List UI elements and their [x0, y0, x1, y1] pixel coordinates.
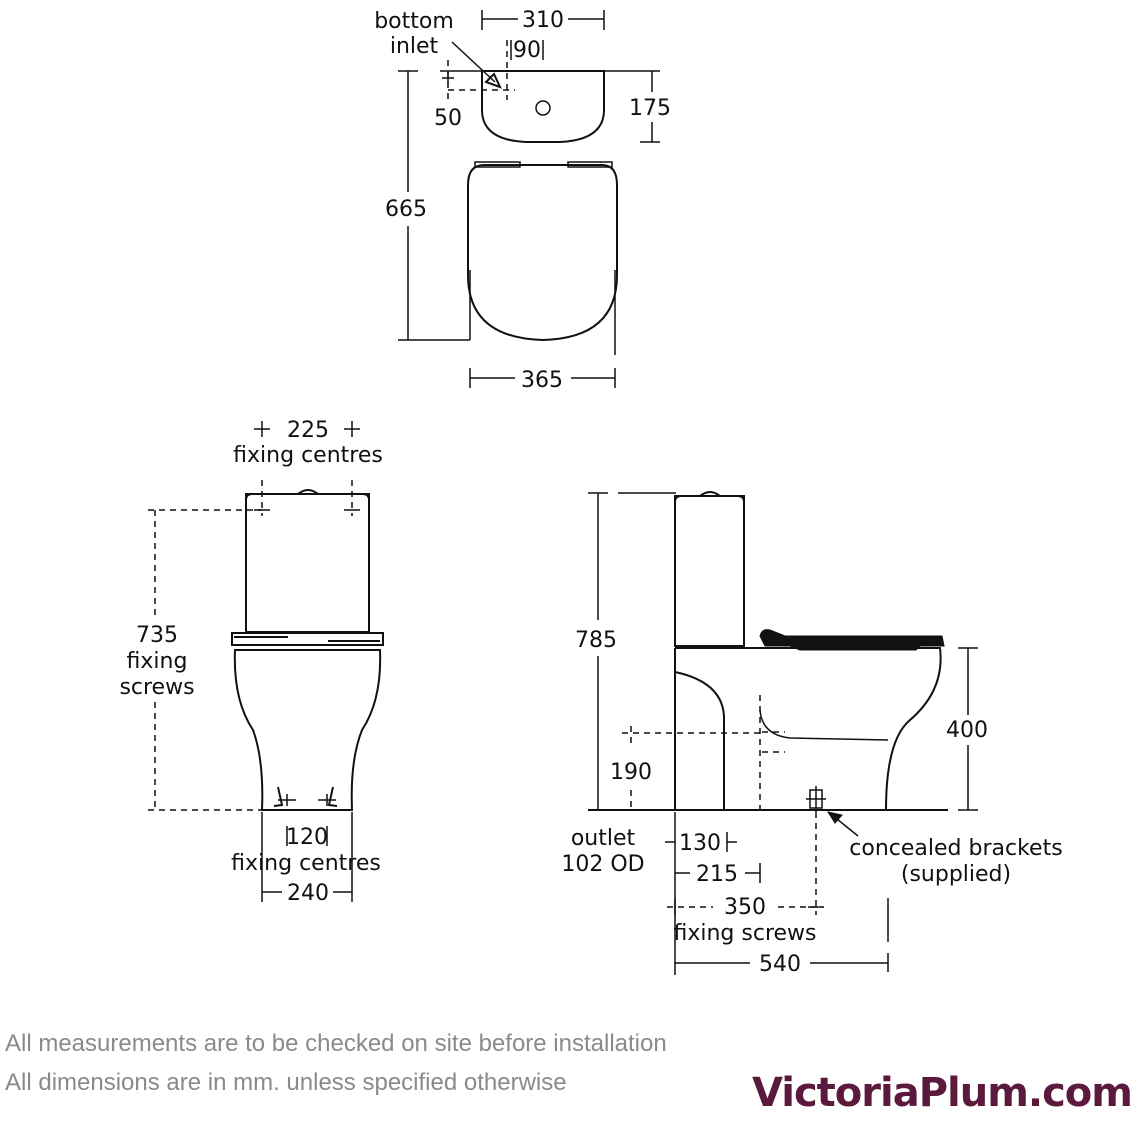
top-view-seat	[467, 164, 618, 342]
side-fixing-screws-label: fixing screws	[674, 921, 817, 946]
dim-175-label: 175	[629, 96, 671, 121]
dim-120-label: 120	[286, 825, 328, 850]
seat-hinge-left	[474, 161, 521, 168]
side-flush-button-icon	[697, 491, 723, 497]
flush-button-icon	[535, 100, 551, 116]
dim-225-label: 225	[287, 418, 329, 443]
front-flush-button-icon	[295, 489, 321, 495]
side-view: 785 190 400 outlet 102 OD 130 215 350 fi…	[561, 491, 1063, 977]
side-view-seat	[759, 629, 945, 651]
dim-240-label: 240	[287, 881, 329, 906]
side-view-trapway	[759, 709, 889, 741]
height-screws-label: screws	[119, 675, 194, 700]
front-view: 225 fixing centres 735 fixing screws 120…	[119, 418, 384, 906]
front-view-cistern	[245, 493, 370, 633]
top-view: 310 90 50 bottom inlet 175 665 365	[374, 8, 671, 393]
victoria-plum-logo[interactable]: VictoriaPlum.com	[752, 1070, 1133, 1116]
dim-130-label: 130	[679, 831, 721, 856]
dim-665-label: 665	[385, 197, 427, 222]
dim-540-label: 540	[759, 952, 801, 977]
height-fixing-label: fixing	[127, 649, 188, 674]
height-735-label: 735	[136, 623, 178, 648]
side-view-cistern	[674, 495, 745, 647]
front-view-seat	[231, 632, 384, 646]
side-view-bowl	[675, 647, 942, 811]
dim-90-label: 90	[513, 38, 541, 63]
outlet-label-1: outlet	[571, 826, 636, 851]
top-view-cistern	[481, 70, 605, 143]
dim-365-label: 365	[521, 368, 563, 393]
dim-350-label: 350	[724, 895, 766, 920]
front-view-bowl	[233, 649, 382, 811]
outlet-label-2: 102 OD	[561, 852, 644, 877]
inlet-arrow-icon	[451, 41, 496, 83]
brackets-label-1: concealed brackets	[849, 836, 1062, 861]
disclaimer-units: All dimensions are in mm. unless specifi…	[5, 1069, 567, 1096]
dim-215-label: 215	[696, 862, 738, 887]
dim-400-label: 400	[946, 718, 988, 743]
dim-190-label: 190	[610, 760, 652, 785]
dim-310-label: 310	[522, 8, 564, 33]
inlet-label-1: bottom	[374, 9, 454, 34]
inlet-label-2: inlet	[390, 34, 439, 59]
dim-785-label: 785	[575, 628, 617, 653]
brackets-label-2: (supplied)	[901, 862, 1011, 887]
disclaimer-measurements: All measurements are to be checked on si…	[5, 1030, 667, 1057]
dim-50-label: 50	[434, 106, 462, 131]
top-fixing-centres-label: fixing centres	[233, 443, 383, 468]
top-view-pan-side	[469, 270, 616, 355]
bottom-fixing-centres-label: fixing centres	[231, 851, 381, 876]
concealed-bracket-icon	[806, 786, 826, 812]
